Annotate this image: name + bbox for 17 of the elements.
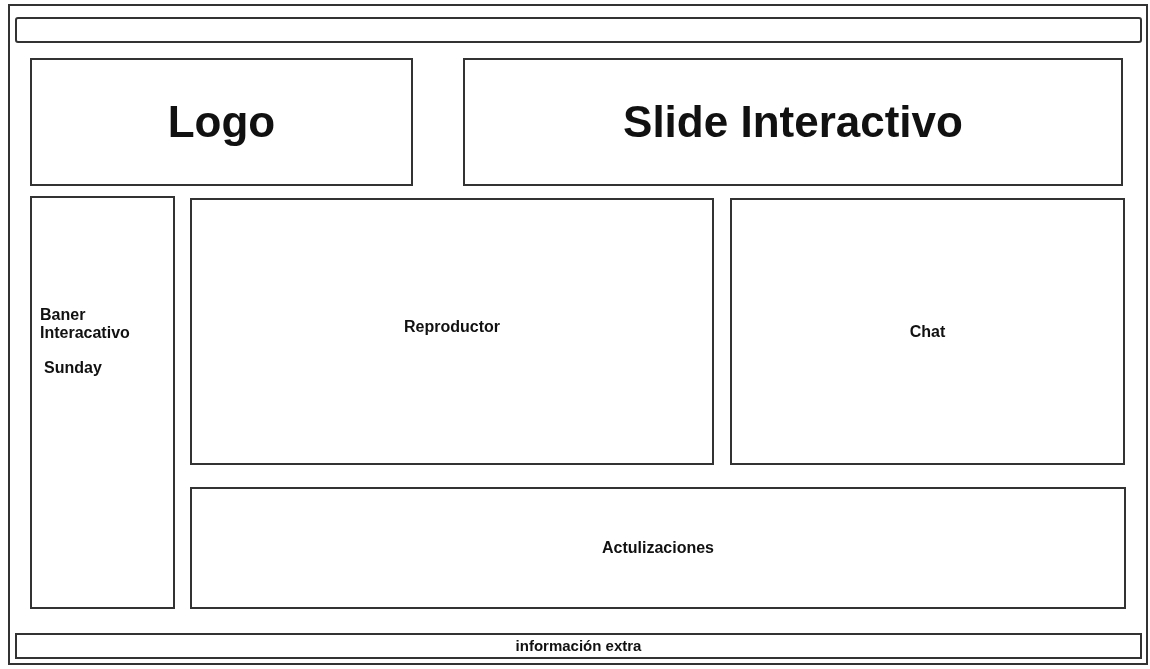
- layout-box: [30, 58, 413, 186]
- layout-box: [463, 58, 1123, 186]
- layout-box: [190, 487, 1126, 609]
- box-label: Sunday: [43, 359, 102, 377]
- box-label: Chat: [909, 322, 946, 341]
- box-label: Slide Interactivo: [623, 97, 963, 147]
- box-label: Actulizaciones: [602, 539, 714, 557]
- layout-box: [30, 196, 175, 609]
- box-label: Baner Interacativo: [40, 306, 131, 342]
- layout-box: [730, 198, 1125, 465]
- header-bar: [15, 17, 1142, 43]
- layout-box: [190, 198, 714, 465]
- box-label: Logo: [167, 97, 276, 147]
- footer-bar: [15, 633, 1142, 659]
- box-label: información extra: [515, 637, 642, 655]
- page-frame: [8, 4, 1148, 665]
- box-label: Reproductor: [404, 318, 500, 336]
